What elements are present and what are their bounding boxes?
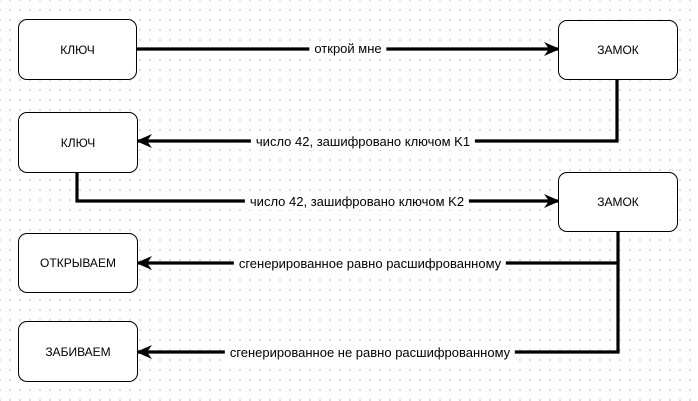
connector-encrypted-k1	[136, 80, 619, 148]
connector-not-equal	[136, 263, 620, 359]
lock-node-1-label: ЗАМОК	[597, 43, 639, 57]
lock-node-2[interactable]: ЗАМОК	[558, 172, 678, 232]
lock-node-1[interactable]: ЗАМОК	[558, 20, 678, 80]
lock-node-2-label: ЗАМОК	[597, 195, 639, 209]
key-node-2-label: КЛЮЧ	[60, 135, 96, 150]
edge-label-open-me: открой мне	[309, 41, 387, 57]
block-node[interactable]: ЗАБИВАЕМ	[18, 321, 138, 382]
key-node-1[interactable]: КЛЮЧ	[18, 19, 137, 80]
open-node-label: ОТКРЫВАЕМ	[40, 256, 116, 270]
open-node[interactable]: ОТКРЫВАЕМ	[18, 233, 138, 293]
block-node-label: ЗАБИВАЕМ	[45, 344, 111, 359]
edge-label-equal: сгенерированное равно расшифрованному	[233, 256, 507, 272]
edge-label-encrypted-k2: число 42, зашифровано ключом K2	[244, 194, 470, 210]
key-node-2[interactable]: КЛЮЧ	[18, 112, 138, 173]
edge-label-not-equal: сгенерированное не равно расшифрованному	[224, 345, 516, 361]
key-node-1-label: КЛЮЧ	[60, 42, 95, 57]
edge-label-encrypted-k1: число 42, зашифровано ключом K1	[250, 134, 476, 150]
